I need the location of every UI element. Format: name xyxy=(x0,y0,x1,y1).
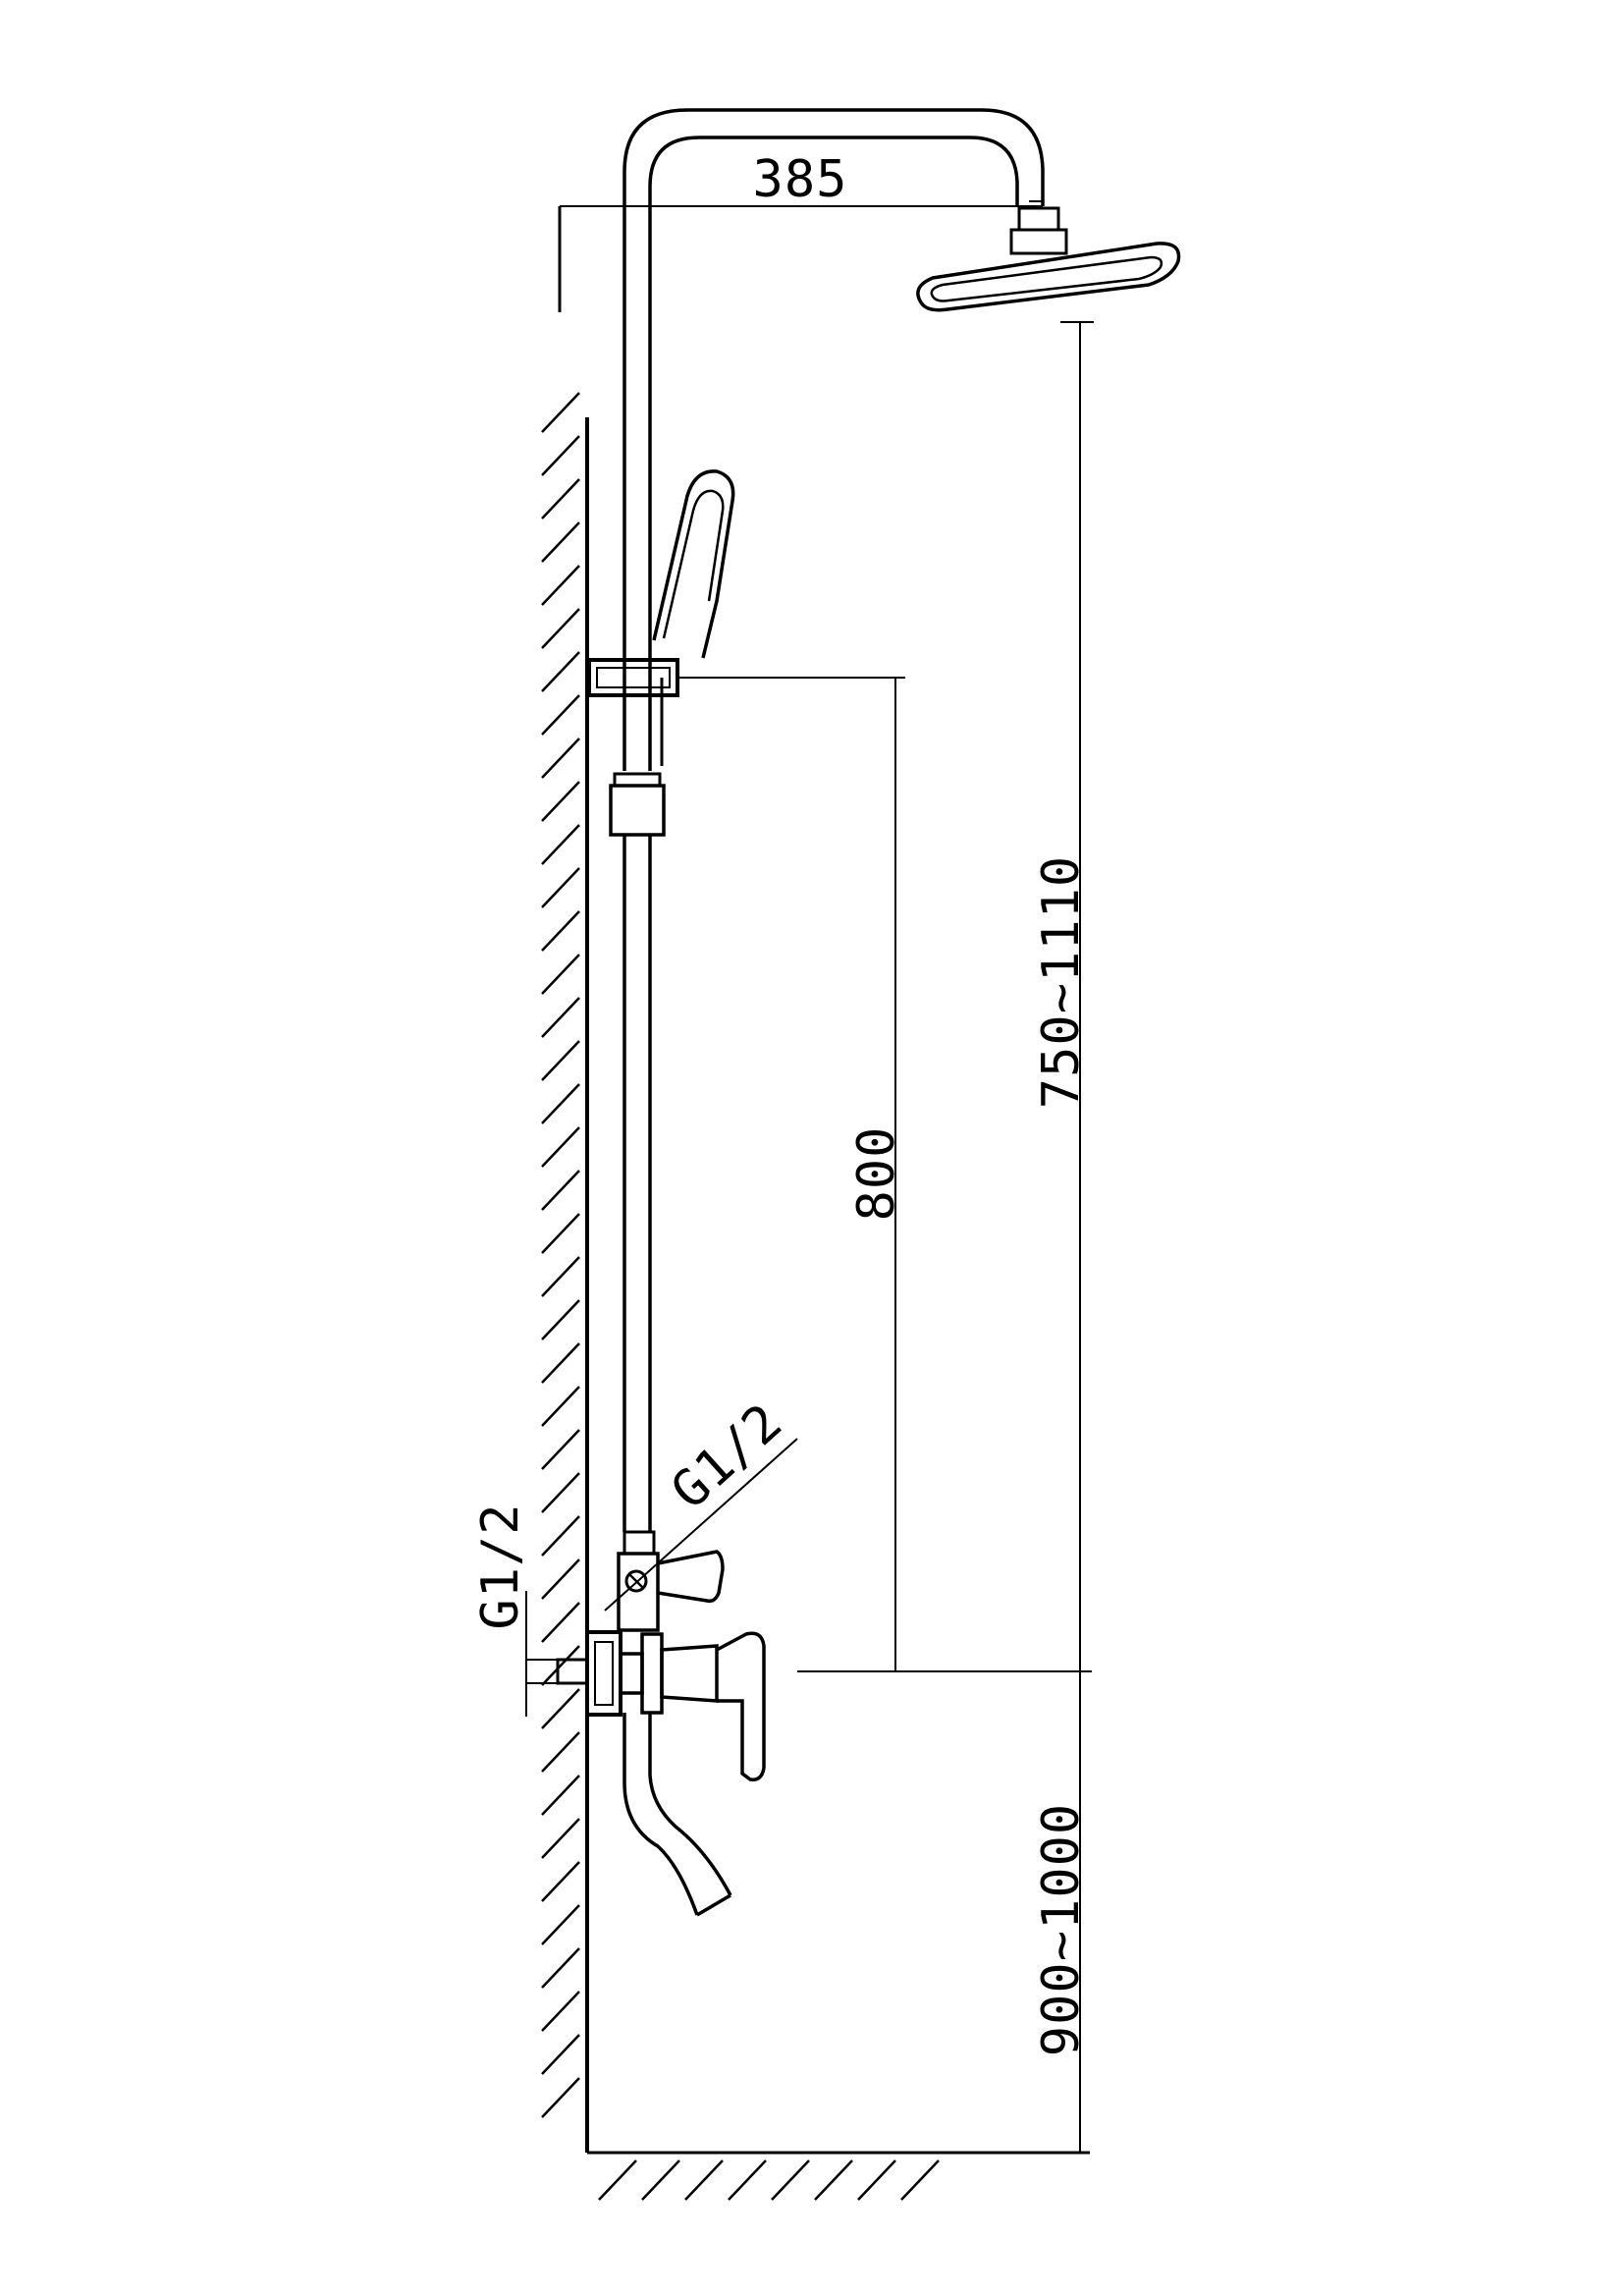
wall-hatch-line xyxy=(541,1040,580,1081)
wall-hatch-line xyxy=(541,392,580,433)
dimension-385: 385 xyxy=(558,150,1043,312)
wall-hatch-line xyxy=(541,867,580,908)
wall-hatch-line xyxy=(541,1256,580,1297)
dim-750-1110-label: 750~1110 xyxy=(1032,855,1091,1109)
wall-hatch-line xyxy=(541,521,580,563)
wall-hatch-line xyxy=(541,478,580,519)
diverter-body xyxy=(617,1552,660,1632)
hand-shower xyxy=(652,469,735,766)
floor-hatch-line xyxy=(857,2159,896,2201)
wall-hatch-line xyxy=(541,694,580,736)
hose-nut xyxy=(613,772,662,788)
wall-hatch-line xyxy=(541,651,580,692)
wall-hatch-line xyxy=(541,1213,580,1254)
diverter-knob xyxy=(657,1550,725,1604)
spout-outer xyxy=(622,1713,699,1916)
slide-bracket-inner xyxy=(596,667,671,688)
wall-hatch-line xyxy=(541,1775,580,1816)
inlet-pipe xyxy=(556,1658,589,1685)
wall-hatching xyxy=(541,392,580,2118)
hand-shower-body xyxy=(652,469,735,659)
head-plate-outer xyxy=(916,242,1181,312)
wall-hatch-line xyxy=(541,1602,580,1643)
wall-hatch-line xyxy=(541,738,580,779)
head-plate-inner xyxy=(930,255,1163,302)
spout-tip xyxy=(696,1893,731,1917)
wall-hatch-line xyxy=(541,1170,580,1211)
hand-shower-inner xyxy=(662,489,725,639)
ball-joint xyxy=(1017,206,1060,232)
head-connector xyxy=(1009,228,1068,255)
floor-hatch-line xyxy=(641,2159,680,2201)
riser-inner-line xyxy=(648,136,1019,771)
wall-hatch-line xyxy=(541,1472,580,1513)
wall-hatch-line xyxy=(541,1688,580,1729)
bath-spout xyxy=(622,1713,732,1917)
g12-outlet-leader xyxy=(604,1438,798,1612)
overhead-shower-head xyxy=(916,206,1181,312)
wall-hatch-line xyxy=(541,910,580,952)
wall-hatch-line xyxy=(541,1386,580,1427)
wall-hatch-line xyxy=(541,608,580,649)
cartridge xyxy=(660,1644,719,1703)
dimension-g12-wall: G1/2 xyxy=(471,1503,558,1717)
floor-hatch-line xyxy=(900,2159,940,2201)
wall-hatch-line xyxy=(541,824,580,865)
floor-hatch-line xyxy=(771,2159,810,2201)
wall-hatch-line xyxy=(541,2034,580,2075)
dimension-900-1000: 900~1000 xyxy=(1032,1803,1091,2056)
shower-riser xyxy=(622,108,1045,1532)
wall-hatch-line xyxy=(541,1861,580,1902)
wall-hatch-line xyxy=(541,954,580,995)
slide-bracket-body xyxy=(587,658,679,697)
wall-hatch-line xyxy=(541,997,580,1038)
wall-hatch-line xyxy=(541,1818,580,1859)
dim-385-label: 385 xyxy=(753,150,848,209)
floor-hatching xyxy=(598,2159,940,2201)
hose-coupling xyxy=(609,784,666,837)
wall-hatch-line xyxy=(541,435,580,476)
wall-hatch-line xyxy=(541,1126,580,1168)
wall-hatch-line xyxy=(541,1342,580,1384)
slide-bracket xyxy=(587,658,679,697)
wall-hatch-line xyxy=(541,1947,580,1989)
wall xyxy=(541,392,1090,2201)
riser-sleeve xyxy=(622,1530,656,1556)
wall-flange-inner xyxy=(594,1641,614,1706)
mixer-body xyxy=(640,1632,664,1715)
lever-handle xyxy=(716,1631,766,1781)
dim-800-label: 800 xyxy=(847,1126,906,1222)
wall-hatch-line xyxy=(541,1731,580,1773)
wall-hatch-line xyxy=(541,1299,580,1340)
floor-hatch-line xyxy=(598,2159,637,2201)
floor-hatch-line xyxy=(814,2159,853,2201)
g12-wall-label: G1/2 xyxy=(471,1503,530,1629)
wall-hatch-line xyxy=(541,1991,580,2032)
floor-hatch-line xyxy=(728,2159,767,2201)
wall-hatch-line xyxy=(541,565,580,606)
spout-inner xyxy=(648,1713,732,1896)
floor-hatch-line xyxy=(684,2159,724,2201)
riser-outer-line xyxy=(622,108,1045,771)
wall-hatch-line xyxy=(541,1904,580,1945)
wall-hatch-line xyxy=(541,1645,580,1686)
hose-connector xyxy=(609,772,666,837)
wall-hatch-line xyxy=(541,1429,580,1470)
union-nut xyxy=(619,1652,644,1695)
wall-hatch-line xyxy=(541,1558,580,1600)
diverter-screw-slot xyxy=(628,1573,644,1589)
diverter-screw xyxy=(624,1569,648,1593)
wall-hatch-line xyxy=(541,1515,580,1557)
dim-900-1000-label: 900~1000 xyxy=(1032,1803,1091,2056)
wall-hatch-line xyxy=(541,781,580,822)
wall-hatch-line xyxy=(541,1083,580,1124)
wall-hatch-line xyxy=(541,2077,580,2118)
dimension-800: 800 xyxy=(679,677,1092,1672)
dimension-750-1110: 750~1110 xyxy=(1032,321,1094,2153)
mixer-valve xyxy=(556,1530,766,1781)
wall-flange xyxy=(585,1630,622,1717)
